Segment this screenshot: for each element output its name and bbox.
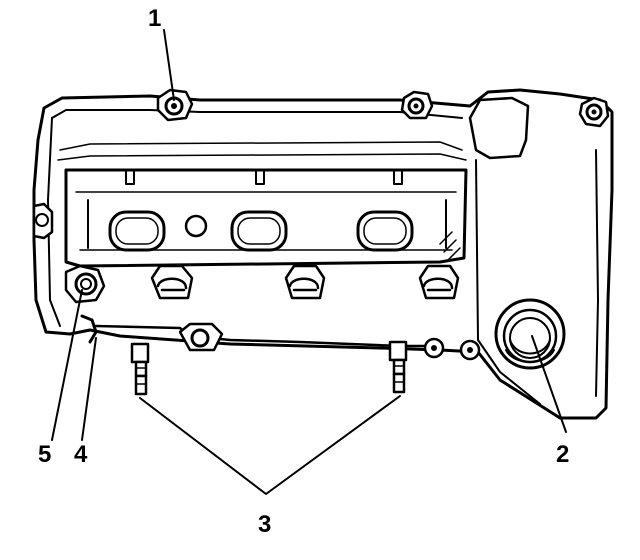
top-bolts <box>156 88 610 128</box>
callout-4: 4 <box>74 441 88 468</box>
callout-2: 2 <box>556 441 569 468</box>
leader-4 <box>81 337 97 441</box>
sensor-right <box>388 340 408 394</box>
bolt-top-1 <box>156 88 194 122</box>
leader-lines <box>51 29 567 495</box>
bolt-front-2 <box>150 264 194 300</box>
bolt-front-3 <box>284 264 326 300</box>
oil-filler-neck <box>494 298 566 370</box>
spark-plug-well-area <box>64 168 468 268</box>
bolt-top-2 <box>400 90 434 120</box>
leader-2 <box>531 335 567 433</box>
bolt-front-4 <box>418 264 460 300</box>
bolt-top-3 <box>578 96 610 128</box>
front-bolts <box>64 264 460 304</box>
callout-3: 3 <box>258 511 271 538</box>
bolt-front-1 <box>64 264 106 304</box>
callout-labels: 1 2 3 4 5 <box>38 5 569 538</box>
callout-1: 1 <box>148 5 161 32</box>
leader-5 <box>51 289 83 441</box>
leader-1 <box>163 29 175 101</box>
leader-3 <box>139 395 401 495</box>
callout-5: 5 <box>38 441 51 468</box>
sensor-left <box>130 342 150 396</box>
